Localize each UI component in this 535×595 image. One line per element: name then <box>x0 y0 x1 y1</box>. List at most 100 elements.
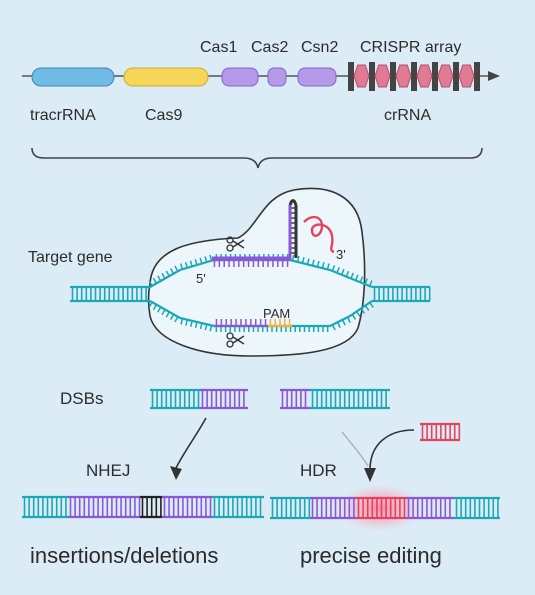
target-bottom-strand-base <box>161 309 166 316</box>
target-top-strand-base <box>161 272 166 279</box>
target-top-strand-base <box>204 256 208 263</box>
target-top-strand-base <box>354 274 359 281</box>
cas9-label: Cas9 <box>145 107 182 124</box>
pam-label: PAM <box>263 306 290 321</box>
target-bottom-strand-base <box>174 316 179 323</box>
target-bottom-strand-base <box>148 301 153 308</box>
target-dna <box>70 254 431 332</box>
target-top-strand-base <box>350 272 354 279</box>
target-top-strand-base <box>296 255 300 263</box>
target-bottom-strand-base <box>331 324 336 331</box>
target-top-strand-base <box>331 265 336 272</box>
target-top-strand-base <box>180 263 184 270</box>
hdr-outcome-label: precise editing <box>300 543 442 568</box>
target-bottom-strand-base <box>364 305 370 311</box>
hdr-label: HDR <box>300 461 337 480</box>
target-bottom-strand-base <box>199 322 203 330</box>
target-top-strand-base <box>148 280 153 287</box>
dsb-fragment-left <box>150 388 248 410</box>
target-top-strand-base <box>359 276 364 283</box>
target-top-strand-base <box>184 261 189 269</box>
cas9-complex: Target gene 5' 3' PAM <box>28 187 431 357</box>
guide-rna-strand <box>212 205 292 260</box>
hdr-edit-glow <box>336 484 424 532</box>
hdr-arrowhead <box>364 468 376 482</box>
cas9-gene <box>123 67 209 87</box>
crispr-array <box>348 62 480 91</box>
target-bottom-strand-base <box>360 308 365 314</box>
target-top-strand-base <box>169 268 175 275</box>
crispr-repeat <box>348 62 354 91</box>
crispr-repeat <box>432 62 438 91</box>
tracrrna-tail <box>303 215 335 254</box>
crispr-array-label: CRISPR array <box>360 39 461 56</box>
crispr-spacer <box>416 64 433 88</box>
crispr-spacer <box>458 64 475 88</box>
tracr-hairpin-loop <box>288 199 298 206</box>
crrna-label: crRNA <box>384 107 431 124</box>
target-top-strand-base <box>326 263 330 270</box>
target-bottom-strand-base <box>209 325 213 332</box>
target-bottom-strand-base <box>341 319 346 326</box>
target-bottom-strand-base <box>369 302 374 308</box>
nhej-outcome-label: insertions/deletions <box>30 543 218 568</box>
target-top-strand-base <box>291 254 295 261</box>
target-top-strand-base <box>157 275 162 282</box>
target-bottom-strand-base <box>204 324 208 331</box>
nhej-label: NHEJ <box>86 461 130 480</box>
repair-pathways: DSBs NHEJ HDR insertions/deletions preci… <box>22 388 500 568</box>
target-bottom-strand-base <box>336 321 341 328</box>
target-top-strand-base <box>199 257 203 264</box>
scissors-icon <box>226 332 245 348</box>
target-top-strand-base <box>321 262 325 269</box>
target-bottom-strand-base <box>351 314 357 320</box>
cas2-gene <box>267 67 287 87</box>
target-top-strand-base <box>152 277 158 284</box>
target-top-strand-base <box>165 270 170 277</box>
tracrrna-label: tracrRNA <box>30 107 96 124</box>
target-top-strand-base <box>189 260 193 267</box>
dsb-fragment-right <box>280 388 390 410</box>
nhej-product-dna <box>22 495 264 519</box>
target-bottom-strand-base <box>157 306 162 313</box>
target-bottom-strand-base <box>190 320 193 327</box>
target-bottom-strand-base <box>355 311 361 317</box>
cas9-protein-blob <box>147 187 366 357</box>
crispr-repeat <box>411 62 417 91</box>
target-top-strand-base <box>336 266 340 274</box>
nhej-arrow <box>175 417 207 469</box>
hdr-product-dna <box>270 496 500 520</box>
operon-brace <box>31 147 483 169</box>
hdr-arrow-fade <box>341 431 369 467</box>
target-bottom-strand-base <box>169 313 175 320</box>
hdr-arrow <box>369 429 415 471</box>
target-top-strand-base <box>316 260 320 268</box>
target-top-strand-base <box>301 257 305 264</box>
target-top-strand-base <box>345 270 350 277</box>
nhej-arrowhead <box>170 466 182 480</box>
operon-arrowhead <box>488 71 500 81</box>
gene-label-cas1: Cas1 <box>200 39 237 56</box>
crispr-repeat <box>390 62 396 91</box>
target-top-strand-base <box>306 258 310 265</box>
target-top-strand-base <box>368 280 373 287</box>
tracrrna-gene <box>31 67 115 87</box>
gene-label-cas2: Cas2 <box>251 39 288 56</box>
donor-template <box>420 422 461 442</box>
dsb-label: DSBs <box>60 389 103 408</box>
cas1-gene <box>221 67 259 87</box>
target-top-strand-base <box>364 278 368 285</box>
target-top-strand-base <box>311 259 315 266</box>
csn2-gene <box>297 67 337 87</box>
target-gene-label: Target gene <box>28 249 113 266</box>
gene-label-csn2: Csn2 <box>301 39 338 56</box>
target-top-strand-base <box>340 268 345 276</box>
target-top-strand-base <box>194 259 198 266</box>
scissors-icon <box>226 236 245 252</box>
crispr-repeat <box>474 62 480 91</box>
crispr-repeat <box>369 62 375 91</box>
crispr-spacer <box>395 64 412 88</box>
target-bottom-strand-base <box>346 316 351 323</box>
